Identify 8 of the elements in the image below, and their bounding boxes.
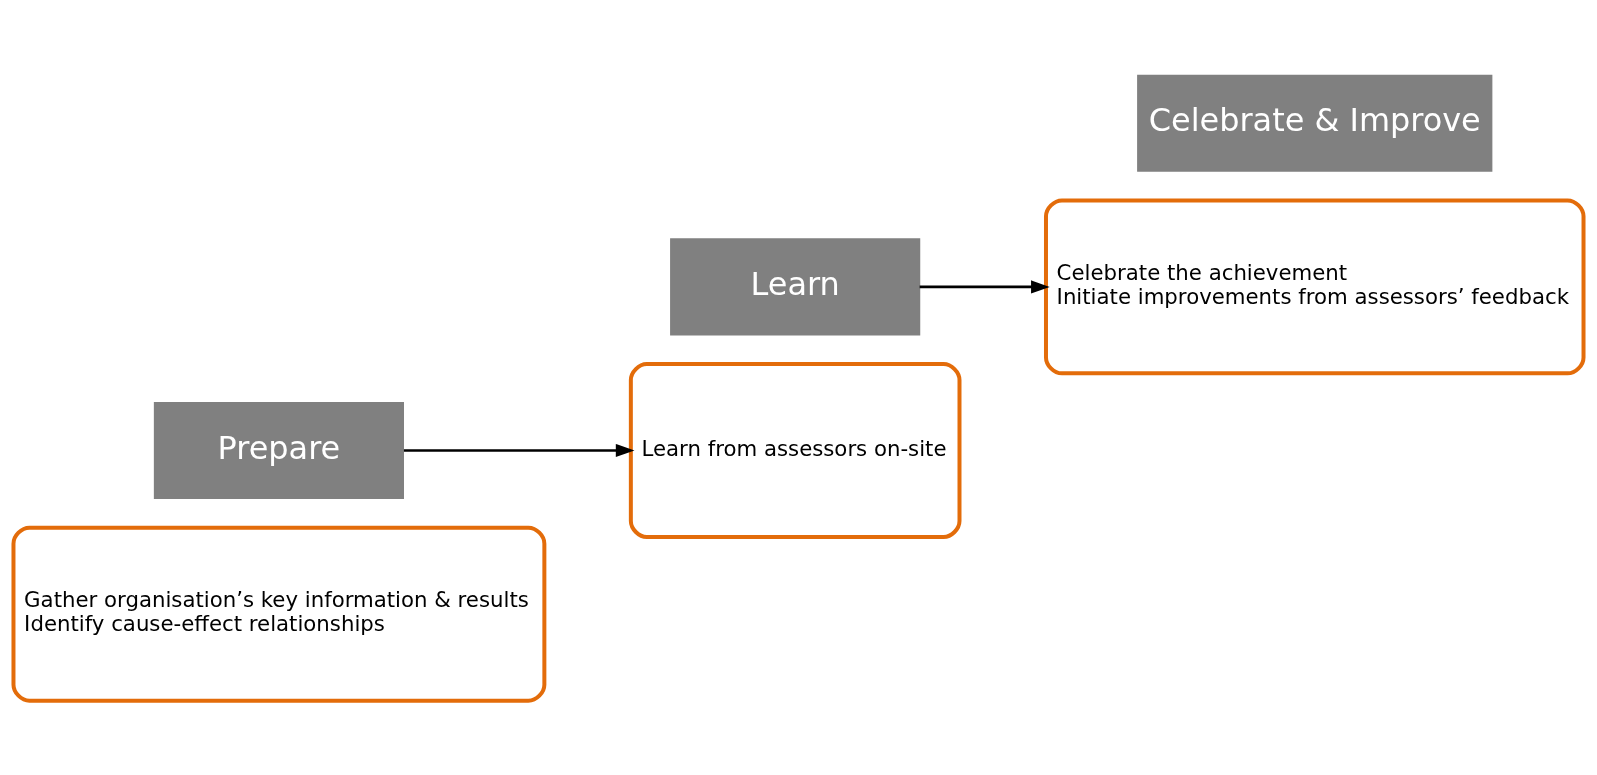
node-box: Celebrate the achievement Initiate improvements from assessors’ feedback (1044, 197, 1586, 375)
node-box: Learn (670, 237, 921, 335)
arrow (403, 443, 635, 457)
node-box: Prepare (153, 401, 404, 499)
arrow (919, 279, 1050, 293)
node-box: Celebrate & Improve (1137, 74, 1493, 172)
node-box: Gather organisation’s key information & results Identify cause-effect relationships (11, 525, 547, 703)
node-box: Learn from assessors on-site (628, 361, 962, 539)
